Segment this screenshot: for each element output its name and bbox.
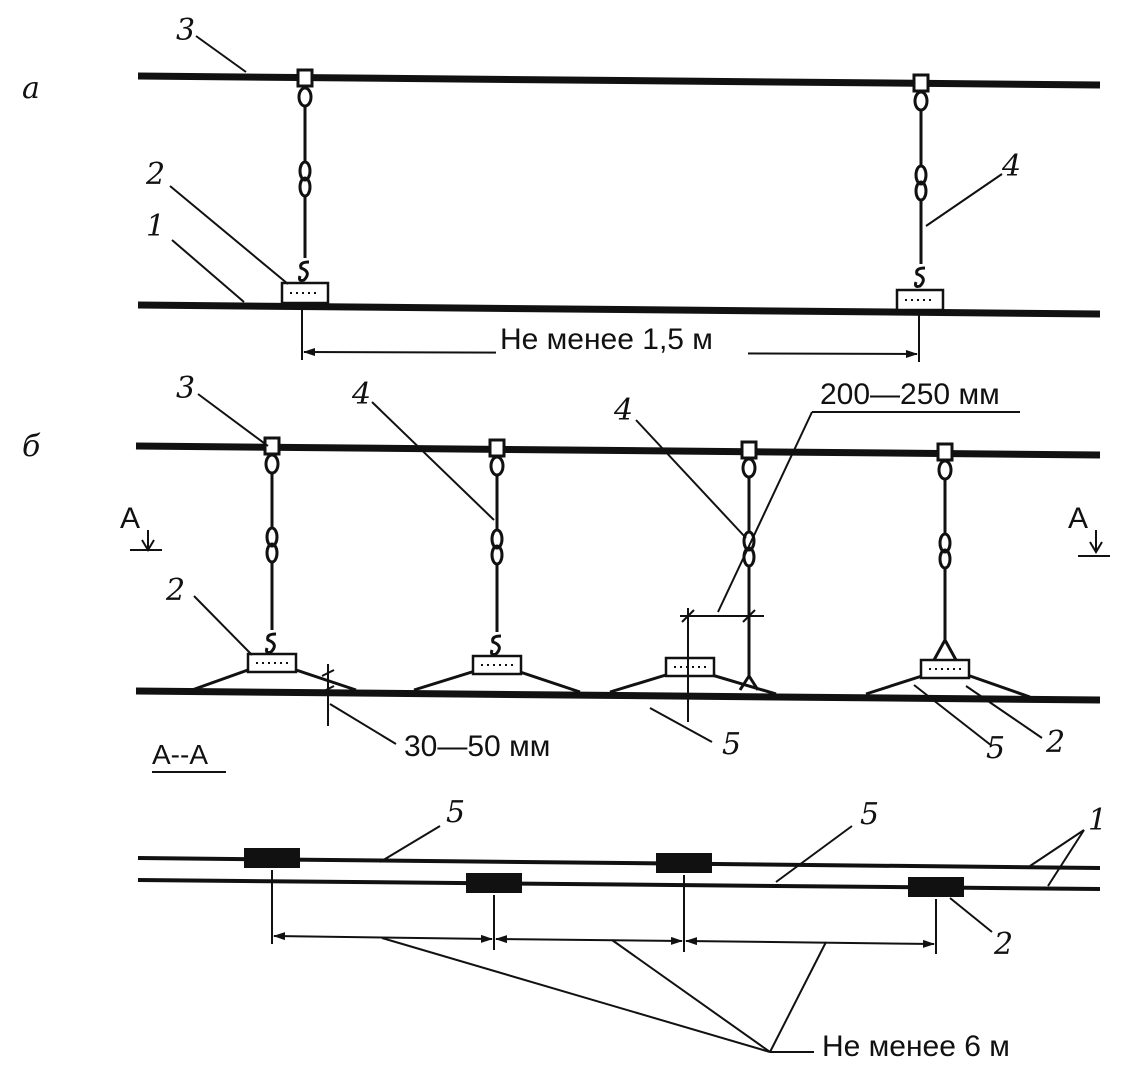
panel-b-letter: б [22, 429, 41, 464]
hanger-b1 [246, 436, 298, 674]
callout-b-4a: 4 [351, 377, 371, 412]
hanger-b3 [664, 440, 760, 691]
panel-a: а [22, 13, 1101, 362]
callout-b-5b: 5 [986, 731, 1005, 766]
dimension-section: Не менее 6 м [822, 1030, 1010, 1063]
callout-a-1: 1 [146, 209, 165, 244]
callout-b-2: 2 [165, 573, 185, 608]
panel-a-letter: а [22, 71, 40, 106]
callout-b-5a: 5 [722, 727, 741, 762]
dimension-gap: 30—50 мм [404, 730, 550, 763]
panel-b: б [22, 371, 1110, 766]
section-mark-left: А [120, 502, 140, 535]
callout-a-3: 3 [176, 13, 195, 48]
section-title: А--А [152, 739, 208, 770]
hanger-right [895, 73, 945, 312]
callout-b-4b: 4 [613, 393, 633, 428]
dimension-spacer-offset: 200—250 мм [820, 378, 1000, 411]
callout-s-2: 2 [993, 927, 1013, 962]
callout-a-2: 2 [145, 157, 165, 192]
hanger-b2 [471, 438, 523, 676]
upper-wire-3-b [135, 442, 1101, 459]
upper-wire-3 [137, 72, 1101, 89]
callout-a-4: 4 [1001, 149, 1021, 184]
section-a-a: А--А Не менее 6 м 5 5 1 2 [137, 739, 1107, 1063]
clamp-block-4 [908, 877, 964, 897]
section-mark-right: А [1068, 502, 1088, 535]
hanger-b4 [919, 442, 971, 680]
callout-b-2b: 2 [1045, 725, 1065, 760]
lower-wire-1-b [135, 687, 1101, 704]
dimension-a: Не менее 1,5 м [500, 323, 713, 356]
lower-wire-1 [137, 301, 1101, 318]
callout-s-5b: 5 [860, 797, 879, 832]
hanger-left [280, 68, 330, 305]
clamp-block-3 [656, 853, 712, 873]
callout-b-3: 3 [176, 371, 195, 406]
callout-s-5a: 5 [446, 795, 465, 830]
callout-s-1: 1 [1088, 803, 1107, 838]
clamp-block-2 [466, 873, 522, 893]
clamp-block-1 [244, 848, 300, 868]
